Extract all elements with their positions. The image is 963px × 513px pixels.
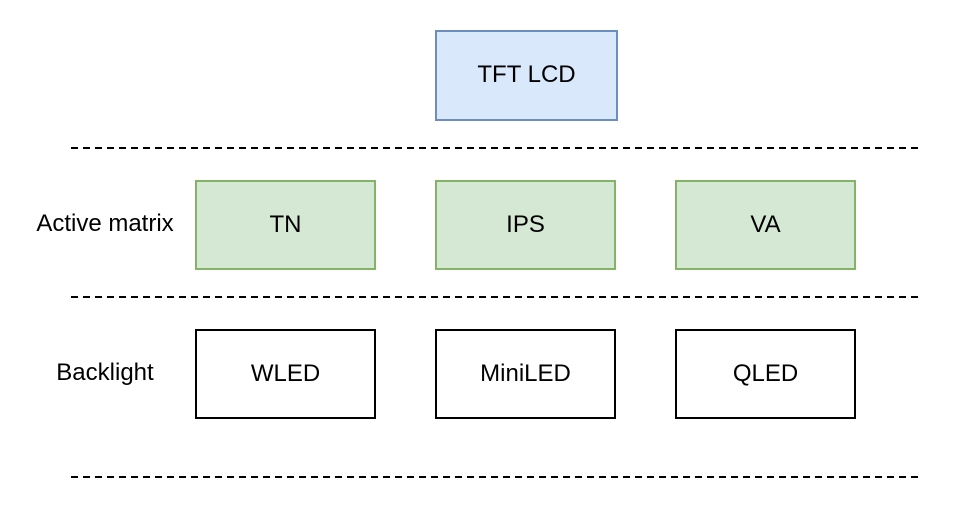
node-va-label: VA [750,210,781,238]
layer-label-backlight: Backlight [56,359,154,386]
node-miniled-label: MiniLED [480,359,571,387]
node-tn-label: TN [269,210,302,238]
node-tn: TN [195,180,376,270]
node-wled-label: WLED [250,359,321,387]
separator-dashed-line-2 [71,296,920,298]
node-qled: QLED [675,329,856,419]
node-ips: IPS [435,180,616,270]
node-qled-label: QLED [732,359,799,387]
node-ips-label: IPS [506,210,545,238]
separator-dashed-line-1 [71,147,920,149]
node-va: VA [675,180,856,270]
node-tft-lcd: TFT LCD [435,30,618,121]
layer-label-active-matrix: Active matrix [36,210,174,237]
node-wled: WLED [195,329,376,419]
separator-dashed-line-3 [71,476,920,478]
node-tft-lcd-label: TFT LCD [477,61,576,89]
node-miniled: MiniLED [435,329,616,419]
